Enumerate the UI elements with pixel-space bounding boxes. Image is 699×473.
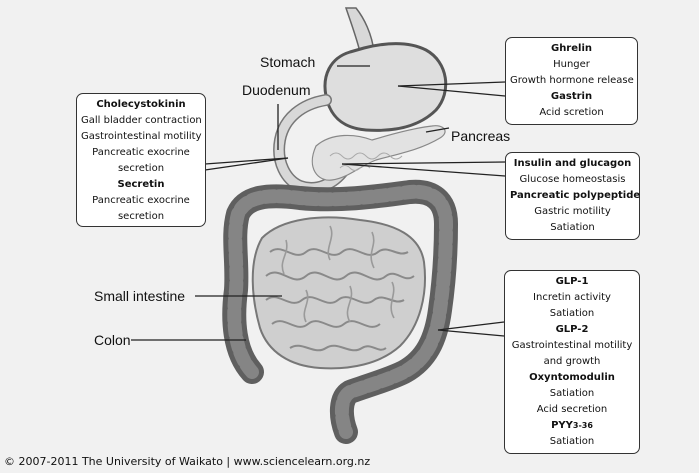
ghrelin-heading: Ghrelin — [510, 41, 633, 57]
gastrin-heading: Gastrin — [510, 89, 633, 105]
copyright-notice: © 2007-2011 The University of Waikato | … — [4, 455, 370, 468]
box-text: Incretin activity — [509, 290, 635, 306]
box-text: Pancreatic exocrine — [81, 145, 201, 161]
box-text: Satiation — [510, 220, 635, 236]
pancreas — [312, 126, 445, 181]
box-text: Hunger — [510, 57, 633, 73]
box-text: Satiation — [509, 434, 635, 450]
box-text: Gall bladder contraction — [81, 113, 201, 129]
small-intestine-label: Small intestine — [94, 288, 185, 304]
box-text: secretion — [81, 209, 201, 225]
oxyntomodulin-heading: Oxyntomodulin — [509, 370, 635, 386]
box-text: Gastric motility — [510, 204, 635, 220]
pyy-name: PYY — [551, 420, 573, 431]
box-text: and growth — [509, 354, 635, 370]
box-text: Acid secretion — [509, 402, 635, 418]
pancreas-label: Pancreas — [451, 128, 510, 144]
box-text: Growth hormone release — [510, 73, 633, 89]
pyy-subscript: 3-36 — [573, 421, 593, 430]
secretin-heading: Secretin — [81, 177, 201, 193]
box-text: Gastrointestinal motility — [81, 129, 201, 145]
box-text: Satiation — [509, 306, 635, 322]
box-text: Pancreatic exocrine — [81, 193, 201, 209]
box-text: secretion — [81, 161, 201, 177]
box-text: Glucose homeostasis — [510, 172, 635, 188]
colon-hormones-box: GLP-1 Incretin activity Satiation GLP-2 … — [504, 270, 640, 454]
duodenum-hormones-box: Cholecystokinin Gall bladder contraction… — [76, 93, 206, 227]
glp1-heading: GLP-1 — [509, 274, 635, 290]
glp2-heading: GLP-2 — [509, 322, 635, 338]
pyy-heading: PYY3-36 — [509, 418, 635, 434]
colon-label: Colon — [94, 332, 131, 348]
stomach-label: Stomach — [260, 54, 315, 70]
stomach — [325, 44, 446, 131]
box-text: Satiation — [509, 386, 635, 402]
box-text: Acid scretion — [510, 105, 633, 121]
stomach-hormones-box: Ghrelin Hunger Growth hormone release Ga… — [505, 37, 638, 125]
insulin-glucagon-heading: Insulin and glucagon — [510, 156, 635, 172]
box-text: Gastrointestinal motility — [509, 338, 635, 354]
pancreatic-polypeptide-heading: Pancreatic polypeptide — [510, 188, 635, 204]
pancreas-hormones-box: Insulin and glucagon Glucose homeostasis… — [505, 152, 640, 240]
cholecystokinin-heading: Cholecystokinin — [81, 97, 201, 113]
duodenum-label: Duodenum — [242, 82, 311, 98]
